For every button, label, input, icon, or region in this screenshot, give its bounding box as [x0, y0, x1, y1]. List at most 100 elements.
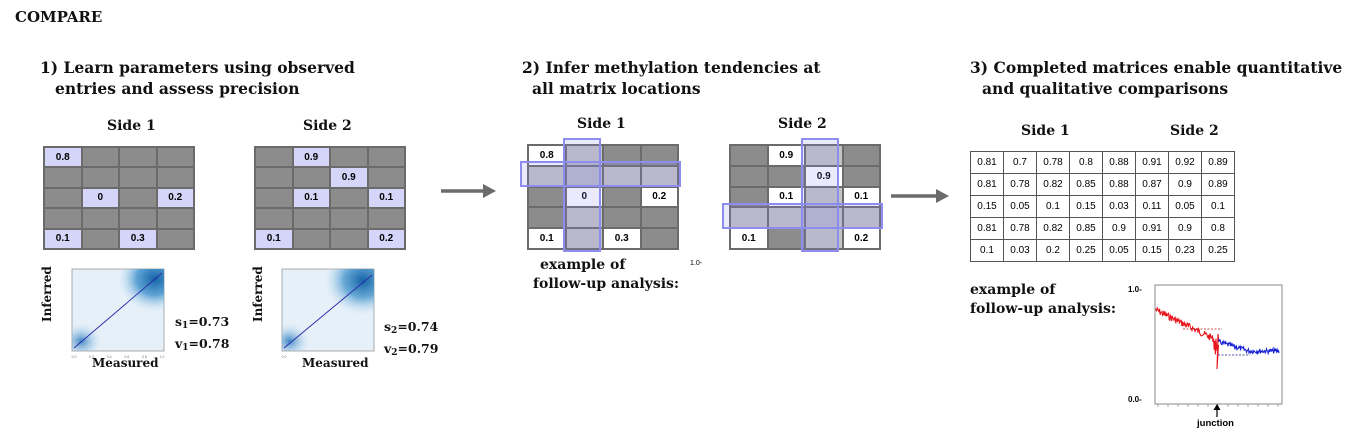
table-cell: 0.05 — [1102, 239, 1136, 262]
matrix-cell: 0.2 — [157, 188, 193, 208]
matrix-cell — [641, 146, 677, 165]
table-cell: 0.25 — [1069, 239, 1103, 262]
matrix-cell — [45, 168, 81, 187]
matrix-cell — [120, 148, 156, 167]
matrix-cell — [157, 168, 193, 187]
matrix-cell — [331, 229, 367, 248]
plot1-xlabel: Measured — [92, 356, 159, 370]
matrix-cell — [529, 208, 565, 228]
figure-title: COMPARE — [15, 8, 103, 26]
table-cell: 0.82 — [1036, 217, 1070, 240]
matrix-cell — [604, 166, 640, 186]
table-cell: 0.81 — [970, 151, 1004, 174]
matrix-cell — [768, 229, 804, 248]
stats2-s-sub: 2 — [391, 326, 398, 336]
matrix-cell — [806, 187, 842, 207]
matrix-cell — [604, 146, 640, 165]
table-cell: 0.85 — [1069, 173, 1103, 196]
plot2-ylabel: Inferred — [251, 266, 265, 322]
table-cell: 0.11 — [1135, 195, 1169, 218]
table-cell: 0.8 — [1201, 217, 1235, 240]
matrix-cell — [45, 188, 81, 208]
matrix-cell — [331, 209, 367, 228]
matrix-cell — [368, 168, 404, 187]
matrix-cell: 0.1 — [256, 229, 292, 248]
matrix-cell — [641, 166, 677, 186]
matrix-cell — [604, 187, 640, 207]
table-cell: 0.23 — [1168, 239, 1202, 262]
blue-trace — [1218, 338, 1280, 356]
matrix-cell — [331, 188, 367, 208]
stats1-v-base: v — [175, 336, 183, 351]
matrix-cell: 0.1 — [368, 188, 404, 208]
tick-label: 0.0 — [282, 355, 287, 359]
matrix-cell — [641, 229, 677, 248]
chart-y-top: 1.0- — [1128, 285, 1142, 294]
step2-followup-text: example of follow-up analysis: — [533, 256, 679, 294]
arrow-up-icon — [1213, 404, 1221, 417]
step1-heading-line2: entries and assess precision — [55, 79, 300, 98]
step2-side2-column-highlight — [801, 138, 839, 252]
table-cell: 0.92 — [1168, 151, 1202, 174]
stats1-v-sub: 1 — [182, 343, 189, 353]
step2-tick: 1.0- — [690, 260, 703, 267]
step3-side1-label: Side 1 — [1021, 123, 1070, 139]
matrix-cell: 0.1 — [529, 229, 565, 248]
plot1-ylabel: Inferred — [40, 266, 54, 322]
step3-followup-text: example of follow-up analysis: — [970, 281, 1116, 319]
matrix-cell — [806, 146, 842, 165]
table-cell: 0.85 — [1069, 217, 1103, 240]
table-cell: 0.05 — [1003, 195, 1037, 218]
step2-followup-line1: example of — [540, 257, 626, 273]
density-plot-2: 0.0 — [270, 268, 375, 360]
table-cell: 0.81 — [970, 217, 1004, 240]
tick-label: 1.0 — [160, 355, 165, 359]
matrix-cell — [641, 208, 677, 228]
matrix-cell — [120, 209, 156, 228]
tick-label: 0.4 — [107, 355, 112, 359]
table-cell: 0.2 — [1036, 239, 1070, 262]
matrix-cell — [604, 208, 640, 228]
step2-side2-row-highlight — [722, 203, 883, 229]
matrix-cell — [120, 188, 156, 208]
matrix-cell — [368, 148, 404, 167]
red-trace — [1155, 306, 1220, 370]
matrix-cell: 0.9 — [768, 146, 804, 165]
methylation-trace-chart — [1154, 284, 1283, 407]
matrix-cell — [566, 146, 602, 165]
matrix-cell — [82, 168, 118, 187]
matrix-cell — [768, 208, 804, 228]
matrix-cell — [256, 188, 292, 208]
stats2-v-sub: 2 — [391, 348, 398, 358]
table-cell: 0.15 — [970, 195, 1004, 218]
stats2-v-base: v — [384, 341, 392, 356]
arrow-right-icon — [441, 184, 496, 198]
step2-heading: 2) Infer methylation tendencies at all m… — [522, 57, 821, 99]
matrix-cell: 0.3 — [604, 229, 640, 248]
stats2-v-val: =0.79 — [397, 341, 439, 356]
step2-heading-line2: all matrix locations — [532, 79, 701, 98]
matrix-cell: 0.9 — [806, 166, 842, 186]
matrix-cell — [157, 148, 193, 167]
matrix-cell: 0.9 — [293, 148, 329, 167]
step3-heading-line1: 3) Completed matrices enable quantitativ… — [970, 58, 1343, 77]
matrix-cell — [731, 208, 767, 228]
matrix-cell — [45, 209, 81, 228]
matrix-cell: 0.1 — [768, 187, 804, 207]
step3-followup-line2: follow-up analysis: — [970, 301, 1117, 317]
table-cell: 0.91 — [1135, 151, 1169, 174]
table-cell: 0.7 — [1003, 151, 1037, 174]
stats2-s-val: =0.74 — [397, 319, 439, 334]
matrix-cell — [566, 166, 602, 186]
table-cell: 0.78 — [1036, 151, 1070, 174]
stats1-s-sub: 1 — [182, 321, 189, 331]
table-cell: 0.91 — [1135, 217, 1169, 240]
tick-label: 0.0 — [72, 355, 77, 359]
matrix-cell — [843, 146, 879, 165]
matrix-cell — [368, 209, 404, 228]
